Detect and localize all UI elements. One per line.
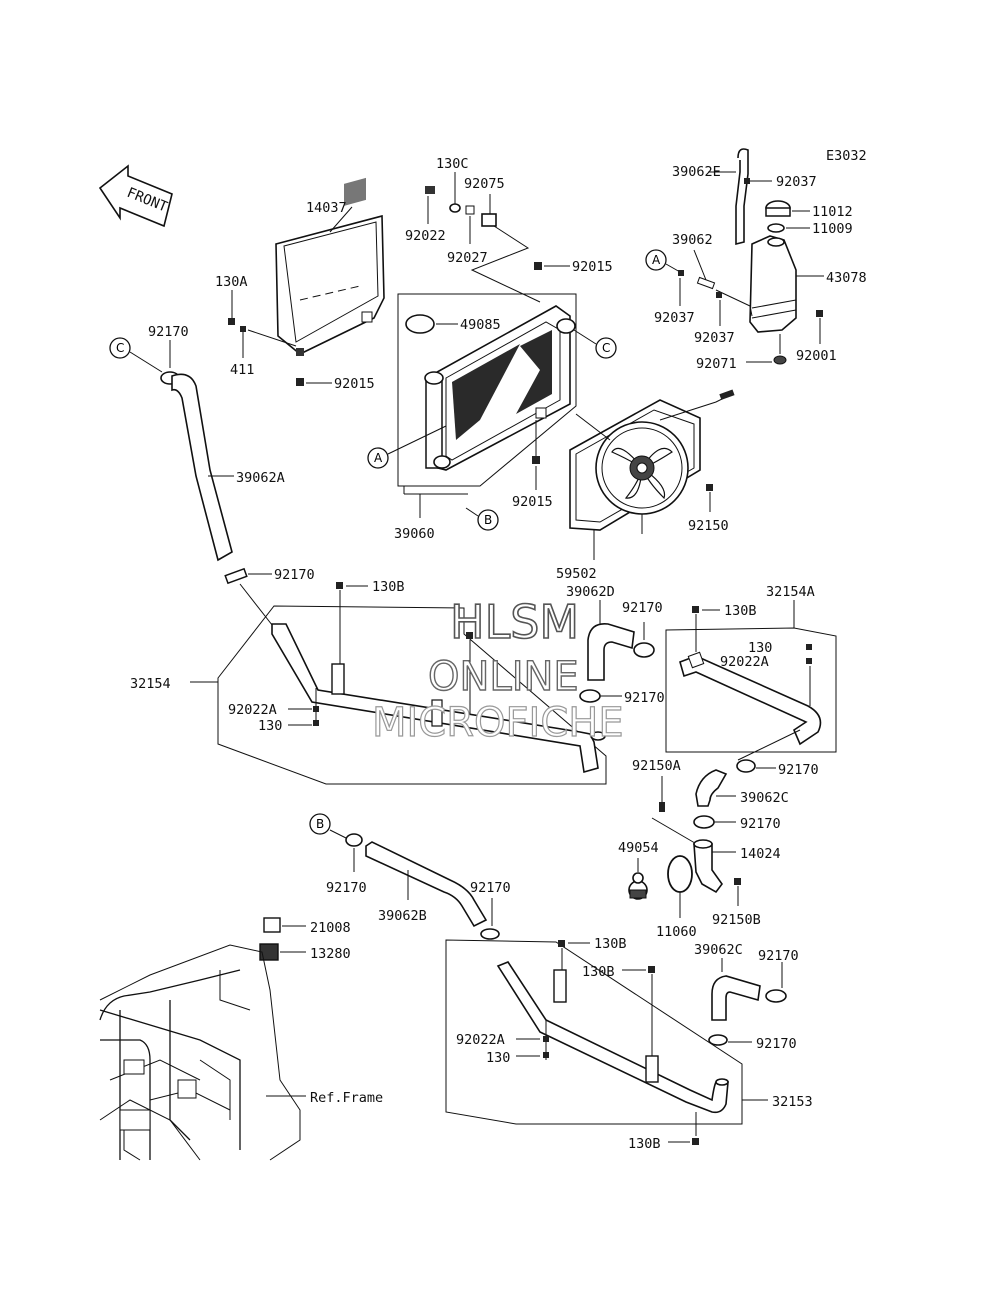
label-11012: 11012 (812, 204, 853, 220)
label-130-32153: 130 (486, 1050, 510, 1066)
ref-marker-c-hose: C (109, 337, 131, 359)
label-130C: 130C (436, 156, 469, 172)
frame-reference (99, 917, 301, 1161)
label-92150B: 92150B (712, 912, 761, 928)
label-21008: 21008 (310, 920, 351, 936)
label-92015-bottom: 92015 (512, 494, 553, 510)
label-13280: 13280 (310, 946, 351, 962)
svg-text:MICROFICHE: MICROFICHE (372, 700, 624, 746)
gasket-11060 (667, 855, 693, 893)
label-92071: 92071 (696, 356, 737, 372)
label-39062B: 39062B (378, 908, 427, 924)
svg-text:C: C (602, 341, 610, 355)
ref-marker-c-radiator: C (595, 337, 617, 359)
label-39062E: 39062E (672, 164, 721, 180)
label-39062D: 39062D (566, 584, 615, 600)
hose-39062C-upper (695, 769, 728, 807)
label-92170-32153: 92170 (756, 1036, 797, 1052)
svg-text:ONLINE: ONLINE (428, 654, 579, 700)
label-130B-32153-bottom: 130B (628, 1136, 661, 1152)
label-92022A-32153: 92022A (456, 1032, 505, 1048)
label-130B-32153-mid: 130B (582, 964, 615, 980)
thermostat-housing (693, 839, 723, 894)
label-32154A: 32154A (766, 584, 815, 600)
label-130B-upper: 130B (372, 579, 405, 595)
label-92170-B2: 92170 (470, 880, 511, 896)
hose-39062A (171, 373, 233, 562)
label-ref-frame: Ref.Frame (310, 1090, 383, 1106)
label-92170-32154A: 92170 (778, 762, 819, 778)
label-92037-top: 92037 (776, 174, 817, 190)
label-14024: 14024 (740, 846, 781, 862)
label-49085: 49085 (460, 317, 501, 333)
fan-assembly (569, 389, 735, 531)
radiator (424, 305, 576, 471)
svg-text:A: A (652, 253, 661, 267)
svg-text:B: B (316, 817, 324, 831)
label-92037-mid: 92037 (694, 330, 735, 346)
label-92170-B: 92170 (326, 880, 367, 896)
pipe-32153 (496, 961, 729, 1114)
label-92150: 92150 (688, 518, 729, 534)
hose-39062C-lower (711, 975, 761, 1021)
label-92037-left: 92037 (654, 310, 695, 326)
label-39062A: 39062A (236, 470, 285, 486)
label-43078: 43078 (826, 270, 867, 286)
ref-marker-b-hose: B (309, 813, 331, 835)
label-92001: 92001 (796, 348, 837, 364)
label-11060: 11060 (656, 924, 697, 940)
pipe-32154 (271, 623, 606, 774)
front-arrow-icon: FRONT (98, 164, 173, 228)
label-39062C-lower: 39062C (694, 942, 743, 958)
hose-39062B (365, 841, 488, 928)
ref-marker-a-tank: A (645, 249, 667, 271)
label-92170-hoseA: 92170 (274, 567, 315, 583)
pipe-32154A (679, 651, 822, 746)
label-92022A-32154A: 92022A (720, 654, 769, 670)
label-32154: 32154 (130, 676, 171, 692)
svg-text:HLSM: HLSM (450, 595, 579, 649)
label-411: 411 (230, 362, 254, 378)
label-92075: 92075 (464, 176, 505, 192)
radiator-cap (405, 314, 435, 334)
label-130A: 130A (215, 274, 248, 290)
label-39062: 39062 (672, 232, 713, 248)
diagram-code: E3032 (826, 148, 867, 164)
ref-marker-b-radiator: B (477, 509, 499, 531)
label-39062C-upper: 39062C (740, 790, 789, 806)
label-92170-thermo: 92170 (740, 816, 781, 832)
label-39060: 39060 (394, 526, 435, 542)
label-92022A-32154: 92022A (228, 702, 277, 718)
label-130-32154: 130 (258, 718, 282, 734)
label-92150A: 92150A (632, 758, 681, 774)
label-130-32154A: 130 (748, 640, 772, 656)
hose-39062D (587, 623, 635, 681)
label-92170-C-lower: 92170 (758, 948, 799, 964)
label-92027: 92027 (447, 250, 488, 266)
label-92015-screen: 92015 (334, 376, 375, 392)
label-14037: 14037 (306, 200, 347, 216)
label-32153: 32153 (772, 1094, 813, 1110)
label-59502: 59502 (556, 566, 597, 582)
ref-marker-a-left: A (367, 447, 389, 469)
label-92015-top: 92015 (572, 259, 613, 275)
label-130B-32154A: 130B (724, 603, 757, 619)
overflow-hose-39062E (735, 148, 749, 246)
svg-text:B: B (484, 513, 492, 527)
reservoir-tank (749, 235, 797, 333)
label-92022: 92022 (405, 228, 446, 244)
thermostat-49054 (628, 872, 648, 900)
svg-text:C: C (116, 341, 124, 355)
label-49054: 49054 (618, 840, 659, 856)
label-92170-c: 92170 (148, 324, 189, 340)
label-11009: 11009 (812, 221, 853, 237)
label-130B-32153-top: 130B (594, 936, 627, 952)
watermark: HLSM ONLINE MICROFICHE (371, 594, 624, 746)
label-92170-mid: 92170 (624, 690, 665, 706)
label-92170-D: 92170 (622, 600, 663, 616)
radiator-screen (275, 177, 385, 356)
svg-text:A: A (374, 451, 383, 465)
